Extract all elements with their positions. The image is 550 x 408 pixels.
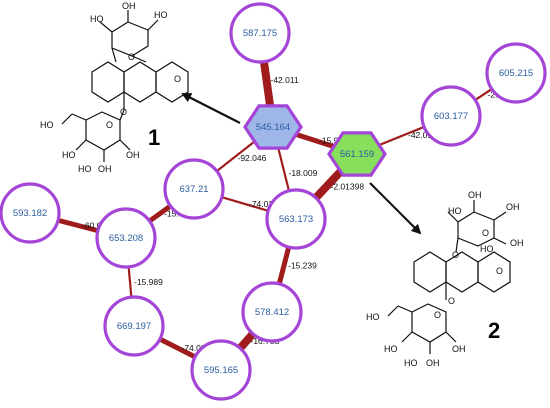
edge-label: -42.018 [408, 130, 437, 140]
c1-bottom-label-3: HO [78, 164, 92, 174]
node-593-182[interactable]: 593.182 [0, 182, 61, 244]
node-label: 637.21 [179, 184, 208, 195]
c1-top-label-3: O [128, 52, 135, 62]
node-587-175[interactable]: 587.175 [229, 2, 291, 64]
compound-1-structure [61, 10, 189, 162]
node-label: 605.215 [499, 68, 533, 79]
c2-bottom-label-1: HO [384, 344, 398, 354]
node-circle [485, 42, 547, 104]
c2-top-label-6: O [452, 250, 459, 260]
c1-top-label-0: HO [90, 14, 104, 24]
c2-top-label-2: HO [480, 244, 494, 254]
edge-label: -15.995 [319, 136, 348, 146]
arrow-to-compound-2 [369, 182, 422, 235]
c2-bottom-label-4: OH [426, 358, 440, 368]
node-circle [0, 182, 61, 244]
node-653-208[interactable]: 653.208 [95, 207, 157, 269]
node-label: 578.412 [255, 307, 289, 318]
node-label: 561.159 [340, 149, 374, 160]
node-circle [229, 2, 291, 64]
c2-bottom-label-3: HO [404, 358, 418, 368]
compound-1-labels: HO OH HO O O HO HO OH HO OH O O 1 [40, 1, 181, 174]
edge-label: -18.009 [289, 168, 318, 178]
node-hexagon [327, 131, 387, 177]
edge-label: -92.046 [238, 153, 267, 163]
node-label: 545.164 [256, 122, 290, 133]
node-label: 593.182 [13, 208, 47, 219]
node-603-177[interactable]: 603.177 [420, 85, 482, 147]
aromatic-ring-mid [445, 251, 479, 293]
c2-bottom-label-5: O [434, 310, 441, 320]
c2-top-label-5: O [482, 228, 489, 238]
edge-label: -15.239 [288, 261, 317, 271]
node-605-215[interactable]: 605.215 [485, 42, 547, 104]
c2-top-label-0: HO [448, 206, 462, 216]
node-hexagon [243, 104, 303, 150]
sugar-ring-top [111, 21, 149, 57]
node-circle [241, 281, 303, 343]
c2-bottom-label-2: OH [452, 344, 466, 354]
c1-bottom-label-0: HO [40, 120, 54, 130]
aromatic-ring-left [91, 61, 125, 103]
edge-label: -74.037 [249, 199, 278, 209]
node-545-164[interactable]: 545.164 [243, 104, 303, 150]
sugar-ring-bottom [85, 111, 121, 151]
c2-bottom-label-6: O [448, 296, 455, 306]
node-561-159[interactable]: 561.159 [327, 131, 387, 177]
node-label: 669.197 [117, 321, 151, 332]
node-circle [103, 295, 165, 357]
node-label: 595.165 [204, 365, 238, 376]
c2-top-label-4: OH [510, 238, 524, 248]
edge-label: -15.989 [134, 277, 163, 287]
c1-bottom-label-6: O [120, 107, 127, 117]
c2-ring-o: O [496, 266, 503, 276]
compound-2-labels: HO OH HO OH OH O O O HO HO OH HO OH O O … [366, 190, 524, 368]
compound-2-structure [387, 200, 511, 354]
node-label: 603.177 [434, 111, 468, 122]
node-595-165[interactable]: 595.165 [190, 339, 252, 401]
node-circle [190, 339, 252, 401]
c2-top-label-1: OH [468, 190, 482, 200]
edge-label: -60.026 [82, 221, 111, 231]
arrows [181, 93, 422, 235]
aromatic-ring-left [413, 251, 447, 293]
node-circle [265, 188, 327, 250]
c1-ring-o: O [174, 74, 181, 84]
node-578-412[interactable]: 578.412 [241, 281, 303, 343]
c1-top-label-1: OH [122, 1, 136, 11]
node-669-197[interactable]: 669.197 [103, 295, 165, 357]
nodes-layer: 587.175 605.215 603.177 545.164 561.159 637.2… [0, 2, 547, 401]
pyran-ring [155, 61, 189, 103]
compound-1-number: 1 [148, 125, 160, 150]
edge-label: -2.01398 [331, 182, 365, 192]
c1-bottom-label-4: OH [98, 164, 112, 174]
node-circle [163, 158, 225, 220]
c1-bottom-label-1: HO [62, 150, 76, 160]
c1-bottom-label-5: O [106, 120, 113, 130]
node-637-21[interactable]: 637.21 [163, 158, 225, 220]
pyran-ring [477, 251, 511, 293]
c2-bottom-label-0: HO [366, 312, 380, 322]
compound-2-number: 2 [488, 318, 500, 343]
arrow-to-compound-1 [181, 93, 241, 124]
aromatic-ring-mid [123, 61, 157, 103]
node-label: 653.208 [109, 233, 143, 244]
node-label: 563.173 [279, 214, 313, 225]
c1-top-label-2: HO [154, 10, 168, 20]
node-circle [420, 85, 482, 147]
edge-label: -42.011 [271, 75, 299, 85]
c1-bottom-label-2: OH [126, 150, 140, 160]
node-circle [95, 207, 157, 269]
edge-label: -74.032 [182, 343, 211, 353]
node-label: 587.175 [243, 28, 277, 39]
c2-top-label-3: OH [506, 202, 520, 212]
node-563-173[interactable]: 563.173 [265, 188, 327, 250]
